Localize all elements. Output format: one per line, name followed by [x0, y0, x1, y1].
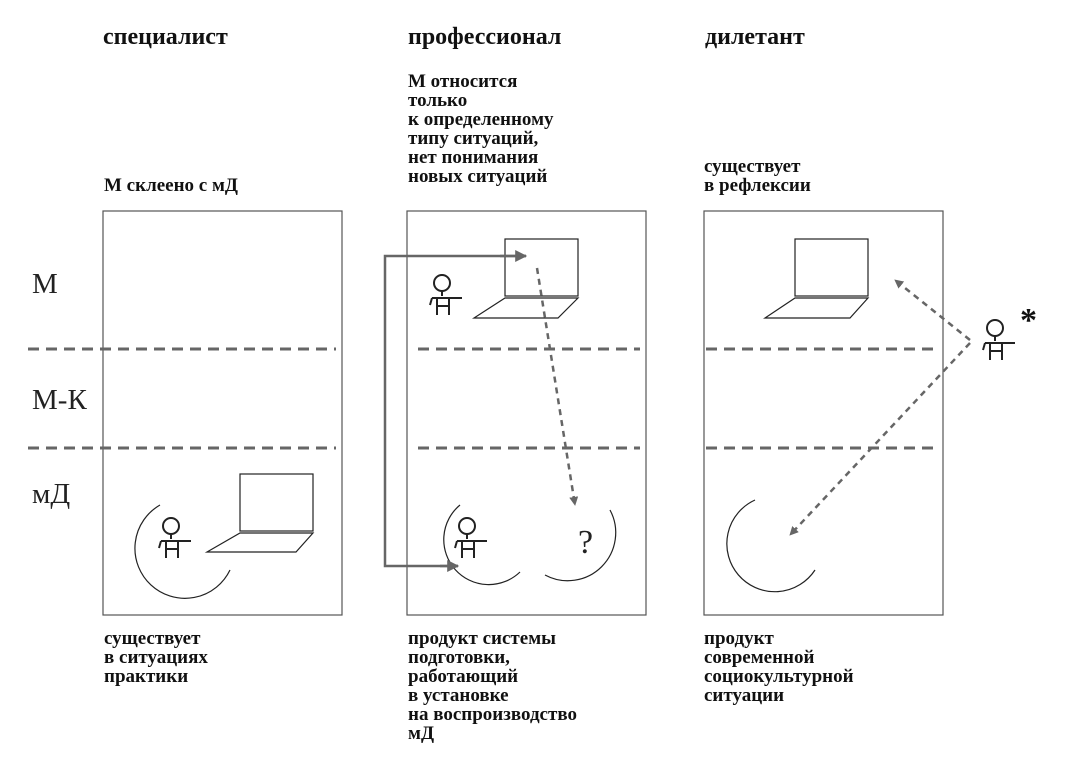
note-dilettante-top: существует в рефлексии — [704, 156, 811, 196]
laptop-base-icon — [763, 297, 870, 319]
note-specialist-top: М склеено с мД — [104, 175, 238, 196]
asterisk-mark: * — [1020, 302, 1037, 339]
box-dilettante — [703, 210, 944, 616]
level-label-md: мД — [32, 478, 71, 510]
note-professional-bottom: продукт системы подготовки, работающий в… — [408, 628, 577, 744]
dashed-arrow-to-question — [535, 267, 579, 506]
reflexive-arrow-to-laptop — [894, 279, 971, 341]
box-professional — [406, 210, 647, 616]
laptop-base-icon — [204, 532, 315, 553]
note-specialist-bottom: существует в ситуациях практики — [104, 628, 208, 687]
situation-arc-dilettante — [726, 499, 816, 593]
column-title-dilettante: дилетант — [705, 24, 805, 50]
situation-arc-specialist — [134, 504, 231, 599]
box-specialist — [102, 210, 343, 616]
level-label-m-k: М-К — [32, 384, 87, 416]
reproduction-loop-arrow — [383, 254, 526, 568]
person-icon — [158, 517, 192, 559]
laptop-base-icon — [471, 297, 580, 319]
laptop-screen-icon — [504, 238, 579, 297]
situation-arc-professional-right — [544, 509, 617, 582]
laptop-screen-icon — [794, 238, 869, 297]
laptop-screen-icon — [239, 473, 314, 532]
column-title-specialist: специалист — [103, 24, 228, 50]
person-icon — [429, 274, 463, 316]
column-title-professional: профессионал — [408, 24, 562, 50]
note-dilettante-bottom: продукт современной социокультурной ситу… — [704, 628, 854, 706]
person-icon — [982, 319, 1016, 361]
note-professional-top: М относится только к определенному типу … — [408, 71, 554, 187]
question-mark: ? — [578, 524, 594, 561]
level-label-m: М — [32, 268, 58, 300]
person-icon — [454, 517, 488, 559]
